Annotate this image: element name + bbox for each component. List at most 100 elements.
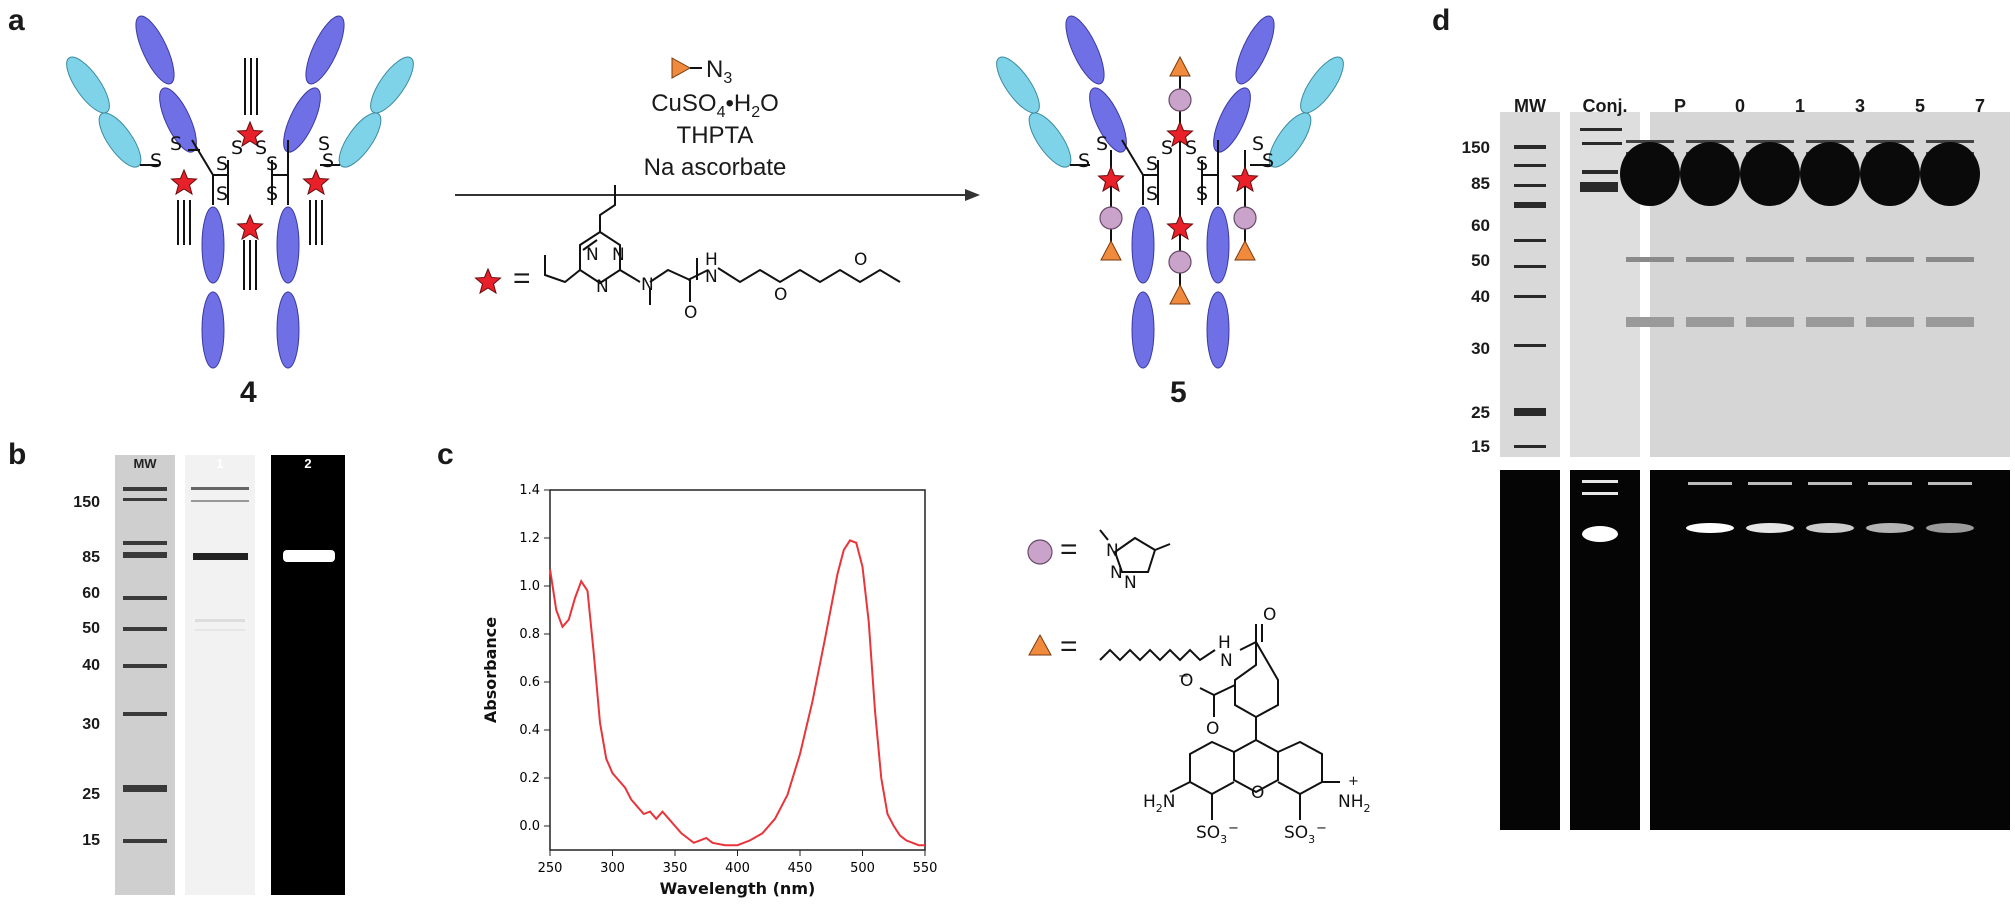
- x-tick-label: 500: [850, 861, 875, 876]
- chart-x-label: Wavelength (nm): [660, 879, 816, 898]
- svg-text:S: S: [318, 133, 330, 155]
- gel-d-top-mw: [1500, 112, 1560, 457]
- gel-band: [1926, 257, 1974, 262]
- svg-text:+: +: [1348, 774, 1359, 789]
- svg-text:SO3: SO3: [1196, 823, 1227, 846]
- svg-text:S: S: [266, 153, 278, 175]
- x-tick-label: 300: [600, 861, 625, 876]
- gel-d-mw-50: 50: [1471, 251, 1490, 270]
- gel-d-label-conj: Conj.: [1582, 96, 1628, 116]
- triazole-equals: =: [1060, 533, 1078, 566]
- gel-d-label-mw: MW: [1514, 96, 1546, 116]
- gel-b-lane-2: [271, 455, 345, 895]
- structure-legend: N N N H N O O O O H2N NH2 + − SO3 SO3 − …: [1027, 529, 1371, 846]
- star-equals: =: [513, 262, 531, 295]
- svg-text:S: S: [1161, 137, 1173, 159]
- svg-text:N: N: [612, 245, 625, 265]
- gel-band: [1926, 317, 1974, 327]
- gel-d-label-0: 0: [1734, 96, 1745, 116]
- svg-text:S: S: [255, 137, 267, 159]
- svg-text:O: O: [684, 303, 697, 323]
- gel-b-label-mw: MW: [133, 456, 157, 471]
- panel-letter-a: a: [8, 4, 25, 37]
- svg-text:S: S: [216, 153, 228, 175]
- svg-text:S: S: [1196, 183, 1208, 205]
- gel-band: [1806, 140, 1854, 143]
- svg-text:O: O: [854, 250, 867, 270]
- gel-band: [1688, 482, 1732, 485]
- svg-text:S: S: [1262, 150, 1274, 172]
- svg-text:S: S: [231, 137, 243, 159]
- svg-text:N: N: [596, 277, 609, 297]
- svg-text:NH2: NH2: [1338, 792, 1371, 815]
- svg-text:N: N: [1124, 573, 1137, 593]
- svg-text:S: S: [1146, 153, 1158, 175]
- gel-b-lane-mw: [115, 455, 175, 895]
- triazole-structure: [1099, 529, 1340, 820]
- svg-text:S: S: [1196, 153, 1208, 175]
- gel-band: [1806, 257, 1854, 262]
- gel-band: [1746, 140, 1794, 143]
- y-tick-label: 1.4: [519, 483, 540, 498]
- reagent-copper: CuSO4•H2O: [651, 90, 779, 121]
- chart-y-label: Absorbance: [481, 617, 500, 723]
- x-tick-label: 450: [788, 861, 813, 876]
- gel-band: [1926, 523, 1974, 533]
- gel-b: [115, 455, 345, 895]
- svg-text:S: S: [1185, 137, 1197, 159]
- svg-text:−: −: [1228, 821, 1239, 836]
- gel-band: [1806, 317, 1854, 327]
- compound-label-4: 4: [240, 376, 257, 409]
- gel-band: [1746, 317, 1794, 327]
- svg-text:H2N: H2N: [1143, 792, 1176, 815]
- antibody-scheme: S S S S S S S S S S N N N N O: [66, 15, 1344, 369]
- gel-d-mw-40: 40: [1471, 287, 1490, 306]
- gel-d-mw-85: 85: [1471, 174, 1490, 193]
- svg-text:S: S: [322, 150, 334, 172]
- gel-b-mw-15: 15: [82, 832, 100, 849]
- gel-b-mw-60: 60: [82, 585, 100, 602]
- gel-b-label-1: 1: [216, 456, 224, 471]
- panel-letter-d: d: [1432, 4, 1451, 37]
- y-tick-label: 0.0: [519, 819, 540, 834]
- fluorophore-equals: =: [1060, 630, 1078, 663]
- y-tick-label: 0.6: [519, 675, 540, 690]
- gel-band: [1866, 257, 1914, 262]
- gel-d-label-5: 5: [1914, 96, 1925, 116]
- star-linker-structure: [544, 185, 901, 305]
- y-tick-label: 0.8: [519, 627, 540, 642]
- svg-text:S: S: [1252, 133, 1264, 155]
- svg-text:H: H: [1218, 633, 1231, 653]
- svg-text:S: S: [266, 183, 278, 205]
- antibody-5: S S S S S S S S S S: [996, 15, 1344, 369]
- gel-band: [1860, 142, 1920, 206]
- gel-b-mw-40: 40: [82, 657, 100, 674]
- gel-b-lane-1: [185, 455, 255, 895]
- gel-b-mw-150: 150: [73, 494, 100, 511]
- gel-band: [1808, 482, 1852, 485]
- gel-band: [1866, 140, 1914, 143]
- gel-band: [1928, 482, 1972, 485]
- svg-text:S: S: [1146, 183, 1158, 205]
- gel-d-bottom-mw: [1500, 470, 1560, 830]
- reagent-azide: N3: [706, 56, 733, 87]
- svg-text:O: O: [774, 285, 787, 305]
- svg-text:N: N: [1220, 651, 1233, 671]
- svg-text:O: O: [1263, 605, 1276, 625]
- gel-band: [1748, 482, 1792, 485]
- gel-b-mw-30: 30: [82, 716, 100, 733]
- y-tick-label: 1.0: [519, 579, 540, 594]
- svg-text:N: N: [586, 245, 599, 265]
- y-tick-label: 0.4: [519, 723, 540, 738]
- panel-letter-b: b: [8, 438, 27, 471]
- gel-b-mw-25: 25: [82, 786, 100, 803]
- gel-band: [1686, 257, 1734, 262]
- gel-d-mw-150: 150: [1461, 138, 1490, 157]
- chart-plot-frame: [549, 489, 926, 851]
- svg-text:O: O: [1180, 671, 1193, 691]
- gel-band: [1620, 142, 1680, 206]
- panel-letter-c: c: [437, 438, 454, 471]
- gel-band: [1926, 140, 1974, 143]
- svg-text:N: N: [1106, 541, 1119, 561]
